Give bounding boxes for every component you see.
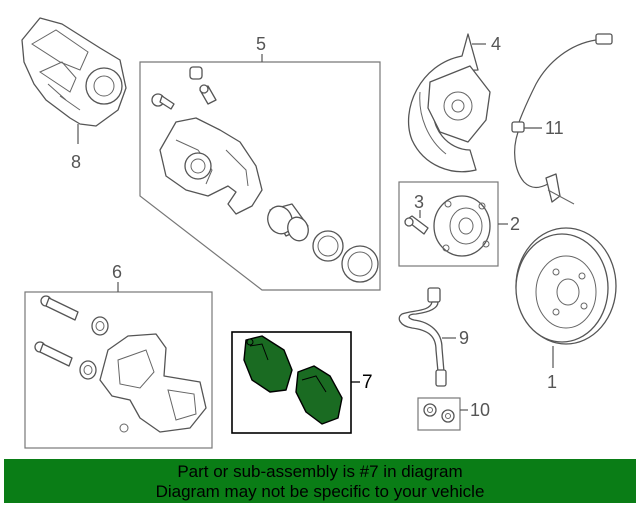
- part-10-washers[interactable]: [423, 403, 455, 423]
- callout-3[interactable]: 3: [414, 192, 424, 212]
- part-6-caliper-bracket[interactable]: [99, 333, 207, 433]
- part-6-boot-upper[interactable]: [91, 316, 109, 336]
- part-5-bleeder-screw[interactable]: [199, 84, 217, 105]
- part-3-hub-bolt[interactable]: [404, 215, 429, 235]
- part-6-guide-pin-upper[interactable]: [40, 295, 79, 321]
- part-1-brake-rotor[interactable]: [515, 227, 617, 345]
- callout-1[interactable]: 1: [547, 372, 557, 392]
- part-10-group-box: [417, 397, 461, 431]
- banner-line-2: Diagram may not be specific to your vehi…: [155, 482, 485, 501]
- part-6-guide-pin-lower[interactable]: [34, 341, 73, 367]
- part-4-dust-shield[interactable]: [407, 33, 491, 173]
- part-5-bleeder-cap[interactable]: [189, 66, 203, 80]
- part-5-caliper-body[interactable]: [159, 117, 263, 215]
- banner-line-1: Part or sub-assembly is #7 in diagram: [177, 462, 463, 481]
- callout-2[interactable]: 2: [510, 214, 520, 234]
- callout-6[interactable]: 6: [112, 262, 122, 282]
- part-8-actuator[interactable]: [21, 17, 127, 127]
- info-banner: Part or sub-assembly is #7 in diagram Di…: [4, 459, 636, 503]
- part-5-piston[interactable]: [264, 203, 312, 244]
- callout-8[interactable]: 8: [71, 152, 81, 172]
- part-7-brake-pad-inner[interactable]: [243, 335, 293, 393]
- part-5-dust-boot[interactable]: [341, 245, 379, 283]
- part-7-brake-pad-outer[interactable]: [295, 365, 343, 425]
- part-5-guide-bolt[interactable]: [151, 93, 175, 110]
- part-6-boot-lower[interactable]: [79, 360, 97, 380]
- callout-9[interactable]: 9: [459, 328, 469, 348]
- callout-7[interactable]: 7: [362, 372, 373, 393]
- callout-10[interactable]: 10: [470, 400, 490, 420]
- callout-5[interactable]: 5: [256, 34, 266, 54]
- callout-11[interactable]: 11: [545, 118, 564, 138]
- callout-4[interactable]: 4: [491, 34, 501, 54]
- part-5-group-box: [139, 61, 381, 291]
- part-2-wheel-hub[interactable]: [433, 195, 491, 257]
- part-9-brake-hose[interactable]: [398, 287, 447, 387]
- part-5-piston-seal[interactable]: [312, 230, 344, 262]
- part-11-speed-sensor[interactable]: [511, 33, 613, 205]
